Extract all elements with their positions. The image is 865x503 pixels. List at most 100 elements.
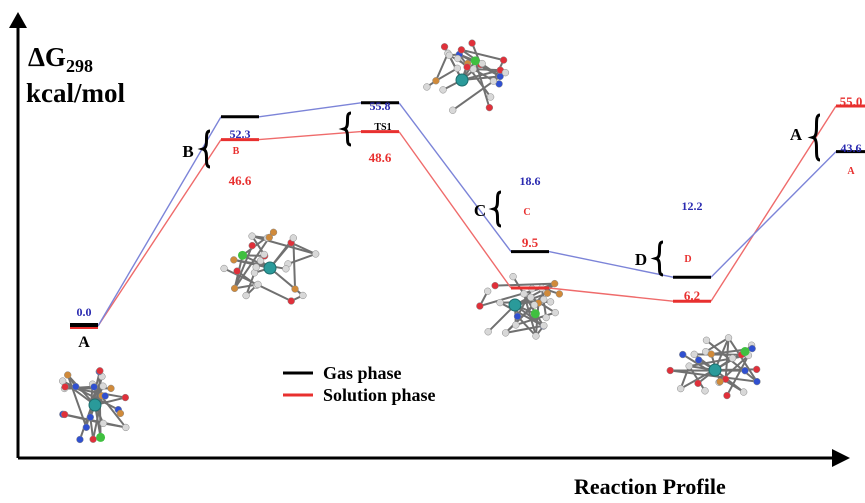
atom [502, 69, 509, 76]
atom [292, 286, 299, 293]
atom [255, 281, 262, 288]
gas-value-label: 43.6 [841, 141, 862, 155]
tag-label: D [684, 254, 691, 265]
solution-value-label: 6.2 [684, 288, 700, 303]
atom [282, 265, 289, 272]
atom [551, 280, 558, 287]
bracket-letter-d: D [635, 250, 647, 269]
atom [754, 378, 761, 385]
gas-link-1 [259, 103, 361, 117]
atom [476, 303, 483, 310]
atom [454, 65, 461, 72]
tag-label: B [233, 146, 240, 157]
atom [708, 351, 715, 358]
energy-levels [70, 103, 865, 328]
metal-atom [456, 74, 468, 86]
atom [61, 411, 68, 418]
atom [544, 290, 551, 297]
molecule-structure-icon [221, 229, 319, 305]
legend-label-gas: Gas phase [323, 363, 402, 383]
atom [531, 302, 538, 309]
atom [117, 410, 124, 417]
atom [497, 299, 504, 306]
atom [221, 265, 228, 272]
atom [83, 424, 90, 431]
bracket-letter-b: B [182, 142, 193, 161]
atom [531, 309, 540, 318]
atom [471, 56, 480, 65]
atom [449, 107, 456, 114]
atom [667, 367, 674, 374]
molecule-structure-icon [476, 273, 562, 339]
atom [485, 328, 492, 335]
solution-value-label: 55.0 [840, 94, 863, 109]
metal-atom [709, 364, 721, 376]
start-stage-label: A [78, 334, 90, 351]
atom [486, 104, 493, 111]
atom [249, 233, 256, 240]
atom [520, 290, 527, 297]
atom [458, 46, 465, 53]
bracket-letter-c: C [474, 201, 486, 220]
atom [740, 389, 747, 396]
atom [253, 264, 260, 271]
atom [492, 282, 499, 289]
bracket-letter-a: A [790, 125, 803, 144]
atom [679, 351, 686, 358]
atom [464, 64, 471, 71]
atom [502, 329, 509, 336]
tag-label: A [847, 166, 855, 177]
gas-link-4 [711, 152, 836, 278]
atom [440, 86, 447, 93]
metal-atom [264, 262, 276, 274]
atom [454, 55, 461, 62]
atom [487, 94, 494, 101]
y-axis-unit: kcal/mol [26, 78, 125, 108]
tag-label: C [523, 207, 530, 218]
solution-value-label: 46.6 [229, 173, 252, 188]
value-labels: 0.052.355.818.612.243.646.648.69.56.255.… [77, 94, 863, 351]
atom [484, 288, 491, 295]
atom [102, 393, 109, 400]
atom [686, 363, 693, 370]
y-axis-arrow [9, 12, 27, 28]
solution-value-label: 9.5 [522, 235, 539, 250]
atom [423, 84, 430, 91]
atom [695, 357, 702, 364]
solution-link-4 [711, 106, 836, 301]
atom [725, 334, 732, 341]
atom [441, 43, 448, 50]
atom [290, 235, 297, 242]
series-links [98, 103, 836, 326]
atom [122, 424, 129, 431]
atom [108, 385, 115, 392]
atom [312, 251, 319, 258]
atom [230, 256, 237, 263]
bracket-d [656, 242, 663, 275]
atom [238, 251, 247, 260]
gas-value-label: 55.8 [370, 99, 391, 113]
atom [540, 322, 547, 329]
gas-value-label: 0.0 [77, 305, 92, 319]
atom [729, 355, 736, 362]
bracket-c [494, 192, 501, 226]
atom [543, 314, 550, 321]
atom [72, 383, 79, 390]
molecule-structure-icon [667, 334, 760, 399]
atom [96, 433, 105, 442]
metal-atom [509, 299, 521, 311]
atom [234, 268, 241, 275]
atom [288, 298, 295, 305]
tag-label: TS1 [374, 122, 391, 133]
atom [514, 313, 521, 320]
atom [96, 367, 103, 374]
atom [261, 251, 268, 258]
atom [695, 380, 702, 387]
atom [64, 372, 71, 379]
atom [249, 242, 256, 249]
atom [433, 77, 440, 84]
atom [300, 292, 307, 299]
atom [90, 436, 97, 443]
